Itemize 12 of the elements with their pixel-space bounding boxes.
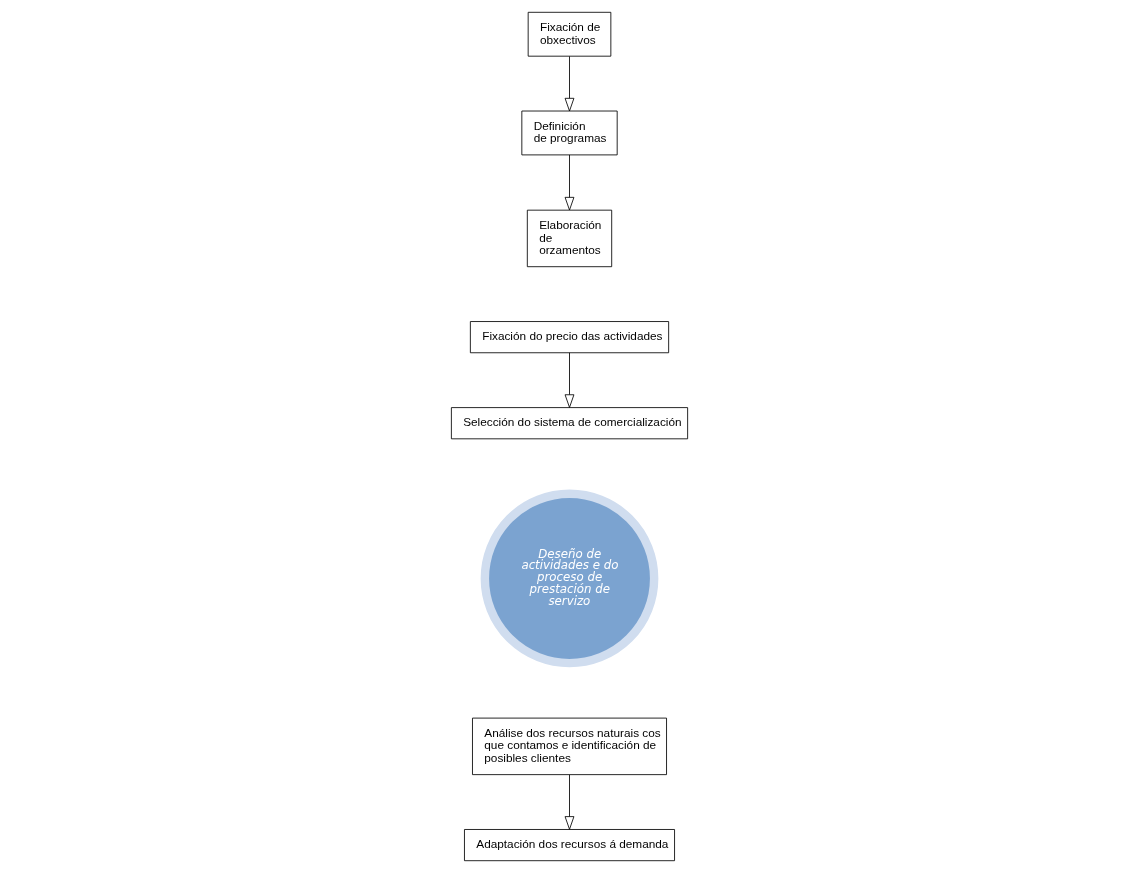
node-box: Elaboración de orzamentos xyxy=(526,209,613,268)
node-box: Análise dos recursos naturais cos que contamos e identificación de posibles clientes xyxy=(472,717,667,776)
node-box: Adaptación dos recursos á demanda xyxy=(464,829,675,862)
node-box: Selección do sistema de comercialización xyxy=(450,407,689,440)
node-box: Fixación do precio das actividades xyxy=(469,321,670,354)
node-circle: Deseño de actividades e do proceso de prestación de servizo xyxy=(480,489,659,668)
arrow xyxy=(564,56,575,112)
node-box: Fixación de obxectivos xyxy=(527,11,612,57)
node-box: Definición de programas xyxy=(521,110,618,156)
arrow xyxy=(564,352,575,408)
arrow xyxy=(564,774,575,830)
arrow xyxy=(564,154,575,211)
